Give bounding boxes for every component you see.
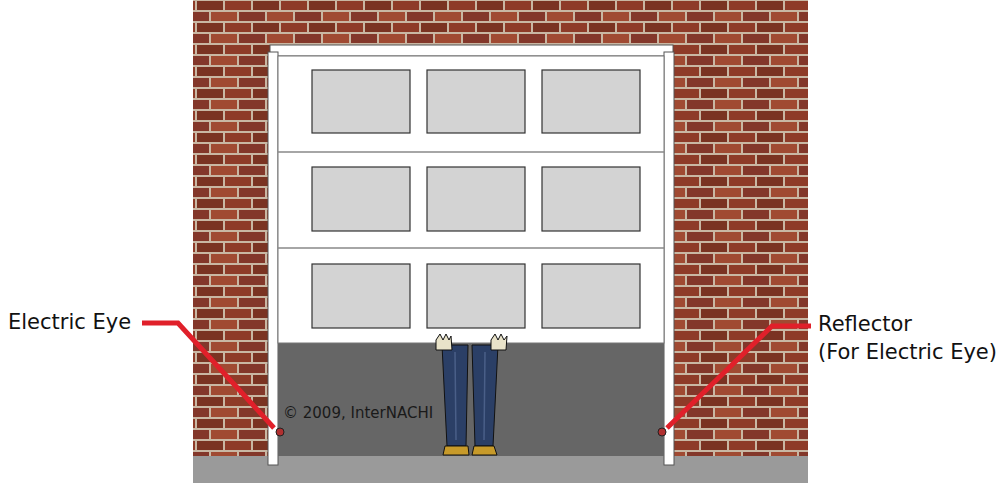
leader-line	[667, 326, 811, 428]
panel-seam	[278, 247, 664, 249]
door-header	[270, 45, 673, 56]
panel-seam	[278, 151, 664, 153]
door-opening	[278, 343, 664, 456]
part-label: (For Electric Eye)	[818, 340, 997, 364]
driveway	[193, 456, 808, 483]
electric-eye	[276, 428, 284, 436]
door-jamb	[268, 52, 278, 465]
door-panel	[278, 56, 664, 343]
brick-wall	[193, 0, 808, 458]
leader-line	[142, 323, 274, 428]
part-label: Electric Eye	[8, 310, 131, 334]
reflector	[658, 428, 666, 436]
watermark: © 2009, InterNACHI	[283, 405, 433, 422]
door-jamb	[664, 52, 674, 465]
part-label: Reflector	[818, 312, 912, 336]
person-legs	[436, 334, 507, 455]
door-windows	[312, 70, 640, 328]
